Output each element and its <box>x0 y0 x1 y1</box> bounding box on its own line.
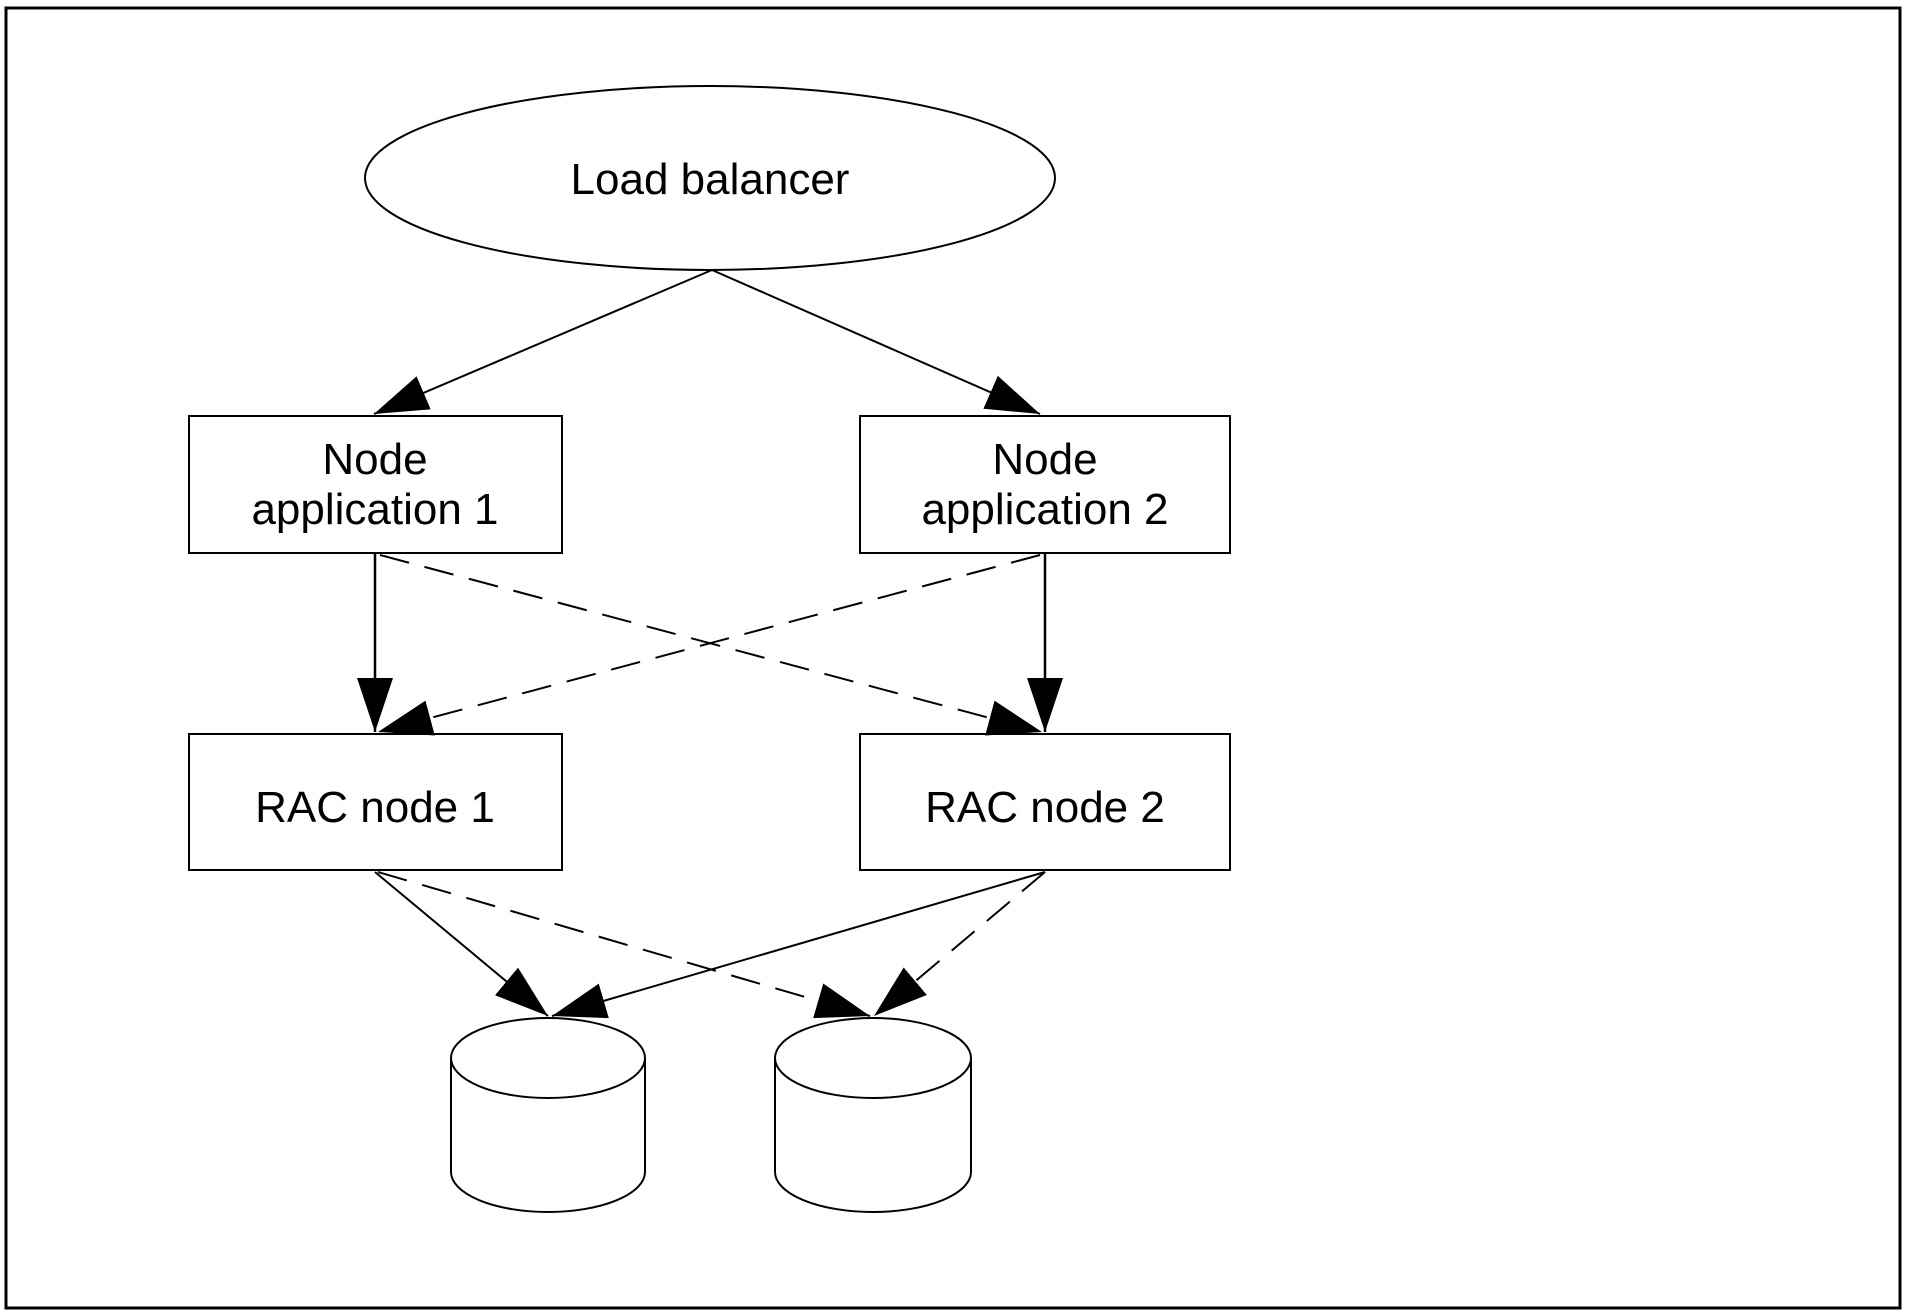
arrow-rac1-to-storage1 <box>374 871 549 1017</box>
rac-node-2: RAC node 2 <box>859 733 1231 871</box>
storage-cylinder-1-body <box>450 1058 646 1213</box>
diagram-frame <box>4 6 1902 1310</box>
storage-cylinder-2-top <box>774 1017 972 1099</box>
arrow-app2-to-rac1-dashed <box>377 554 1041 736</box>
rac-node-2-label: RAC node 2 <box>925 783 1165 832</box>
node-application-2-line2: application 2 <box>921 485 1168 534</box>
arrow-rac2-to-storage2-dashed <box>873 871 1046 1017</box>
node-application-2-line1: Node <box>992 435 1097 484</box>
load-balancer: Load balancer <box>364 85 1056 271</box>
node-application-1: Node application 1 <box>188 415 563 554</box>
storage-cylinder-2 <box>774 1017 972 1213</box>
node-application-1-line1: Node <box>322 435 427 484</box>
arrow-rac1-to-storage2-dashed <box>377 871 871 1019</box>
load-balancer-label: Load balancer <box>571 155 850 204</box>
arrow-lb-to-app2 <box>711 269 1041 415</box>
rac-node-1-label: RAC node 1 <box>255 783 495 832</box>
storage-cylinder-2-body <box>774 1058 972 1213</box>
rac-node-2-box <box>859 733 1231 871</box>
storage-cylinder-1 <box>450 1017 646 1213</box>
node-application-2: Node application 2 <box>859 415 1231 554</box>
node-application-1-line2: application 1 <box>251 485 498 534</box>
arrow-rac2-to-storage1 <box>551 871 1046 1019</box>
rac-node-1-box <box>188 733 563 871</box>
arrow-lb-to-app1 <box>373 269 713 415</box>
rac-node-1: RAC node 1 <box>188 733 563 871</box>
storage-cylinder-1-top <box>450 1017 646 1099</box>
